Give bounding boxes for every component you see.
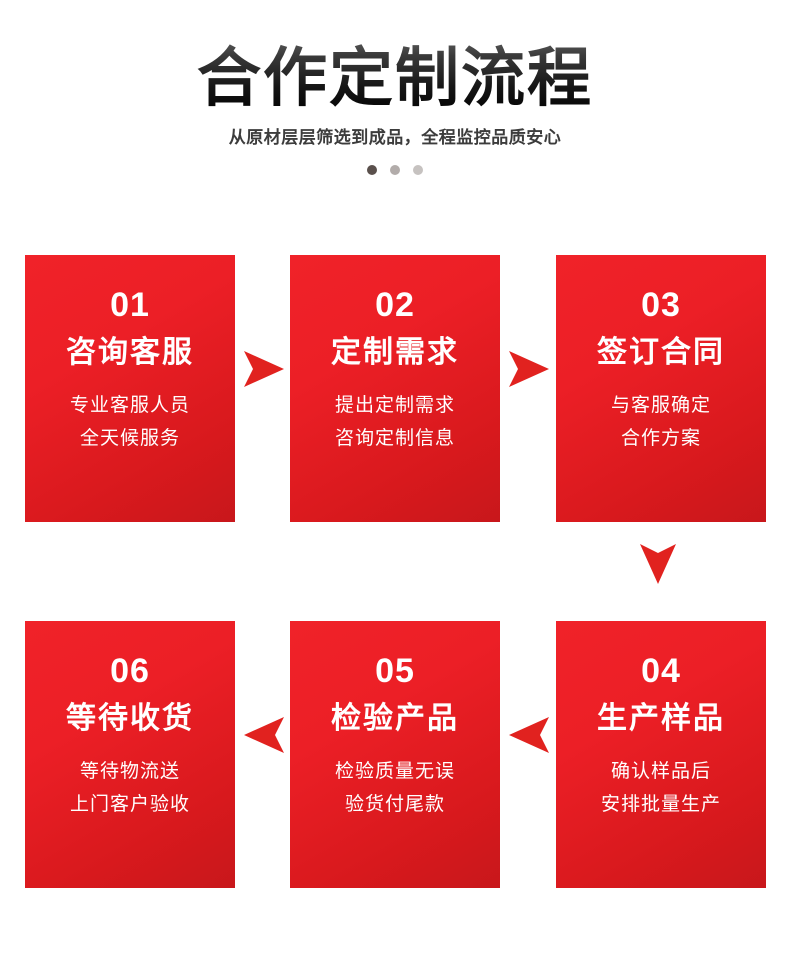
step-number: 01 <box>110 286 150 324</box>
step-title: 生产样品 <box>597 702 725 735</box>
carousel-dot-3[interactable] <box>413 165 423 175</box>
step-description: 专业客服人员 全天候服务 <box>25 389 235 455</box>
step-title: 签订合同 <box>597 336 725 369</box>
step-number: 02 <box>375 286 415 324</box>
step-description: 与客服确定 合作方案 <box>556 389 766 455</box>
arrow-left-icon <box>240 711 288 759</box>
carousel-dot-2[interactable] <box>390 165 400 175</box>
step-description-line-1: 与客服确定 <box>610 395 711 416</box>
step-description-line-2: 全天候服务 <box>79 428 180 449</box>
step-description-line-2: 安排批量生产 <box>600 794 721 815</box>
step-title: 定制需求 <box>331 336 459 369</box>
step-title: 检验产品 <box>331 702 459 735</box>
step-description: 提出定制需求 咨询定制信息 <box>290 389 500 455</box>
process-step-03[interactable]: 03 签订合同 与客服确定 合作方案 <box>556 255 766 522</box>
step-title: 咨询客服 <box>66 336 194 369</box>
step-description: 确认样品后 安排批量生产 <box>556 755 766 821</box>
step-title: 等待收货 <box>66 702 194 735</box>
step-description: 等待物流送 上门客户验收 <box>25 755 235 821</box>
process-step-04[interactable]: 04 生产样品 确认样品后 安排批量生产 <box>556 621 766 888</box>
step-number: 03 <box>641 286 681 324</box>
carousel-dots <box>0 165 790 175</box>
step-description-line-2: 合作方案 <box>620 428 701 449</box>
step-description-line-1: 专业客服人员 <box>69 395 190 416</box>
step-description-line-2: 上门客户验收 <box>69 794 190 815</box>
step-description-line-2: 验货付尾款 <box>344 794 445 815</box>
step-description-line-2: 咨询定制信息 <box>334 428 455 449</box>
page-subtitle: 从原材层层筛选到成品，全程监控品质安心 <box>228 128 562 147</box>
step-number: 06 <box>110 652 150 690</box>
page-title: 合作定制流程 <box>0 38 790 118</box>
process-step-05[interactable]: 05 检验产品 检验质量无误 验货付尾款 <box>290 621 500 888</box>
arrow-left-icon <box>505 711 553 759</box>
arrow-right-icon <box>240 345 288 393</box>
step-number: 05 <box>375 652 415 690</box>
arrow-down-icon <box>634 540 682 588</box>
process-step-01[interactable]: 01 咨询客服 专业客服人员 全天候服务 <box>25 255 235 522</box>
carousel-dot-1[interactable] <box>367 165 377 175</box>
step-description-line-1: 提出定制需求 <box>334 395 455 416</box>
process-step-02[interactable]: 02 定制需求 提出定制需求 咨询定制信息 <box>290 255 500 522</box>
step-description: 检验质量无误 验货付尾款 <box>290 755 500 821</box>
arrow-right-icon <box>505 345 553 393</box>
step-description-line-1: 检验质量无误 <box>334 761 455 782</box>
step-description-line-1: 确认样品后 <box>610 761 711 782</box>
step-number: 04 <box>641 652 681 690</box>
step-description-line-1: 等待物流送 <box>79 761 180 782</box>
process-step-06[interactable]: 06 等待收货 等待物流送 上门客户验收 <box>25 621 235 888</box>
